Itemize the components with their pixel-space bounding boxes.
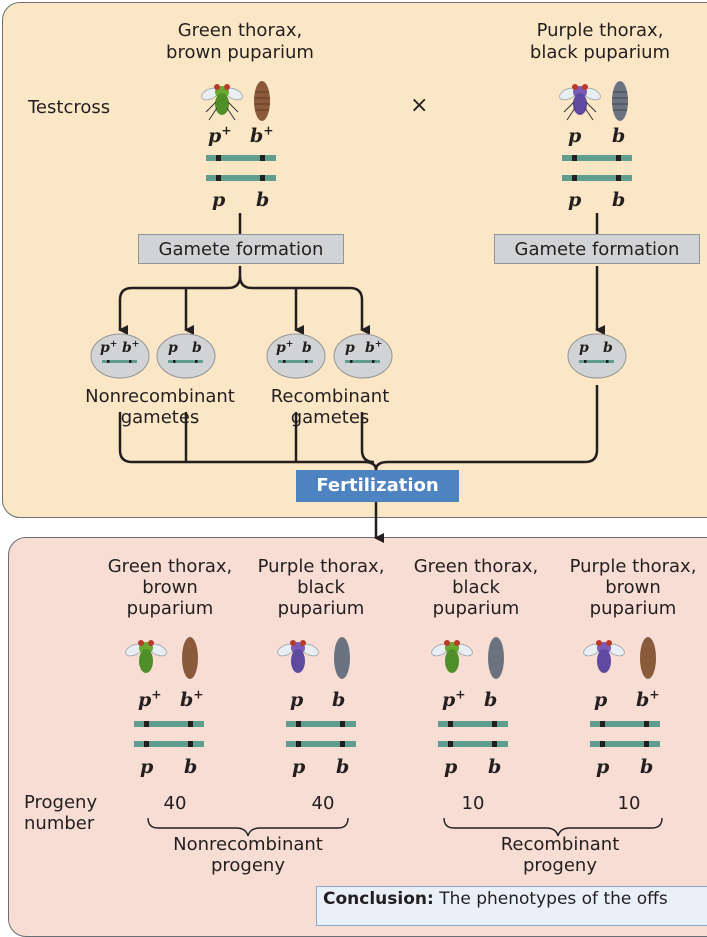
fertilization-box: Fertilization	[296, 470, 459, 502]
parent2-allele-p-top: p	[568, 125, 582, 147]
parent2-allele-b-top: b	[612, 125, 626, 147]
progeny-2-chromosomes	[286, 721, 356, 747]
progeny-2-allele-top-right: b	[332, 689, 346, 711]
progeny-3-allele-top-left: p+	[442, 686, 466, 711]
progeny-class-4-number: 10	[617, 793, 641, 814]
conclusion-text: The phenotypes of the offs	[433, 889, 668, 909]
progeny-3-allele-bottom-right: b	[488, 756, 502, 778]
progeny-class-2-number: 40	[311, 793, 335, 814]
conclusion-label: Conclusion:	[323, 889, 434, 909]
progeny-3-allele-top-right: b	[484, 689, 498, 711]
parent1-chromosomes	[206, 155, 276, 181]
parent1-phenotype-line2: brown puparium	[166, 42, 314, 63]
progeny-class-3-number: 10	[461, 793, 485, 814]
recombinant-progeny-line2: progeny	[522, 855, 597, 876]
gamete-parent2-p-b: p b	[567, 333, 627, 379]
parent1-allele-p: p	[212, 189, 226, 211]
gamete-p-b: p b	[156, 333, 216, 379]
progeny-number-label: Progeny number	[24, 792, 97, 834]
nonrecombinant-progeny-line1: Nonrecombinant	[173, 834, 323, 855]
green-fly-brown-puparium-icon	[200, 81, 270, 121]
progeny-2-allele-bottom-right: b	[336, 756, 350, 778]
nonrecombinant-progeny-label: Nonrecombinant progeny	[148, 834, 348, 876]
parent1-allele-b: b	[256, 189, 270, 211]
progeny-green-fly-black-puparium-icon	[430, 637, 504, 679]
recombinant-gametes-line1: Recombinant	[270, 386, 390, 407]
progeny-4-allele-top-right: b+	[636, 686, 660, 711]
cross-symbol: ×	[410, 93, 429, 118]
progeny-2-allele-top-left: p	[290, 689, 304, 711]
progeny-4-allele-bottom-right: b	[640, 756, 654, 778]
parent1-phenotype: Green thorax, brown puparium	[150, 20, 330, 64]
nonrecombinant-gametes-line2: gametes	[120, 407, 200, 428]
parent1-allele-p-plus: p+	[208, 122, 232, 147]
progeny-number-label-line2: number	[24, 813, 95, 834]
parent2-phenotype-line1: Purple thorax,	[536, 20, 664, 41]
testcross-label: Testcross	[28, 97, 111, 118]
recombinant-progeny-line1: Recombinant	[500, 834, 620, 855]
progeny-purple-fly-brown-puparium-icon	[582, 637, 656, 679]
progeny-green-fly-brown-puparium-icon	[124, 637, 198, 679]
parent2-phenotype: Purple thorax, black puparium	[500, 20, 700, 64]
nonrecombinant-gametes-line1: Nonrecombinant	[85, 386, 235, 407]
nonrecombinant-gametes-label: Nonrecombinant gametes	[60, 386, 260, 428]
progeny-1-allele-bottom-right: b	[184, 756, 198, 778]
progeny-4-allele-bottom-left: p	[596, 756, 610, 778]
purple-fly-black-puparium-icon	[558, 81, 628, 121]
nonrecombinant-progeny-line2: progeny	[210, 855, 285, 876]
progeny-3-chromosomes	[438, 721, 508, 747]
progeny-class-1-number: 40	[163, 793, 187, 814]
parent1-phenotype-line1: Green thorax,	[177, 20, 303, 41]
progeny-3-allele-bottom-left: p	[444, 756, 458, 778]
parent2-allele-b-bottom: b	[612, 189, 626, 211]
gamete-p-b-plus: p b+	[333, 333, 393, 379]
parent1-allele-b-plus: b+	[250, 122, 274, 147]
recombinant-progeny-label: Recombinant progeny	[460, 834, 660, 876]
progeny-1-chromosomes	[134, 721, 204, 747]
connector-lines	[118, 213, 663, 837]
progeny-1-allele-top-right: b+	[180, 686, 204, 711]
progeny-4-allele-top-left: p	[594, 689, 608, 711]
progeny-panel	[8, 537, 707, 937]
parent2-allele-p-bottom: p	[568, 189, 582, 211]
progeny-1-allele-bottom-left: p	[140, 756, 154, 778]
progeny-purple-fly-black-puparium-icon	[276, 637, 350, 679]
conclusion-box: Conclusion: The phenotypes of the offs	[316, 886, 707, 926]
parent2-phenotype-line2: black puparium	[529, 42, 671, 63]
parent2-gamete-formation-box: Gamete formation	[494, 234, 700, 264]
progeny-2-allele-bottom-left: p	[292, 756, 306, 778]
progeny-4-chromosomes	[590, 721, 660, 747]
gamete-p-plus-b: p+ b	[266, 333, 326, 379]
progeny-1-allele-top-left: p+	[138, 686, 162, 711]
progeny-number-label-line1: Progeny	[24, 792, 98, 813]
gamete-p-plus-b-plus: p+ b+	[90, 333, 150, 379]
parent1-gamete-formation-box: Gamete formation	[138, 234, 344, 264]
parent2-chromosomes	[562, 155, 632, 181]
recombinant-gametes-label: Recombinant gametes	[240, 386, 420, 428]
recombinant-gametes-line2: gametes	[290, 407, 370, 428]
